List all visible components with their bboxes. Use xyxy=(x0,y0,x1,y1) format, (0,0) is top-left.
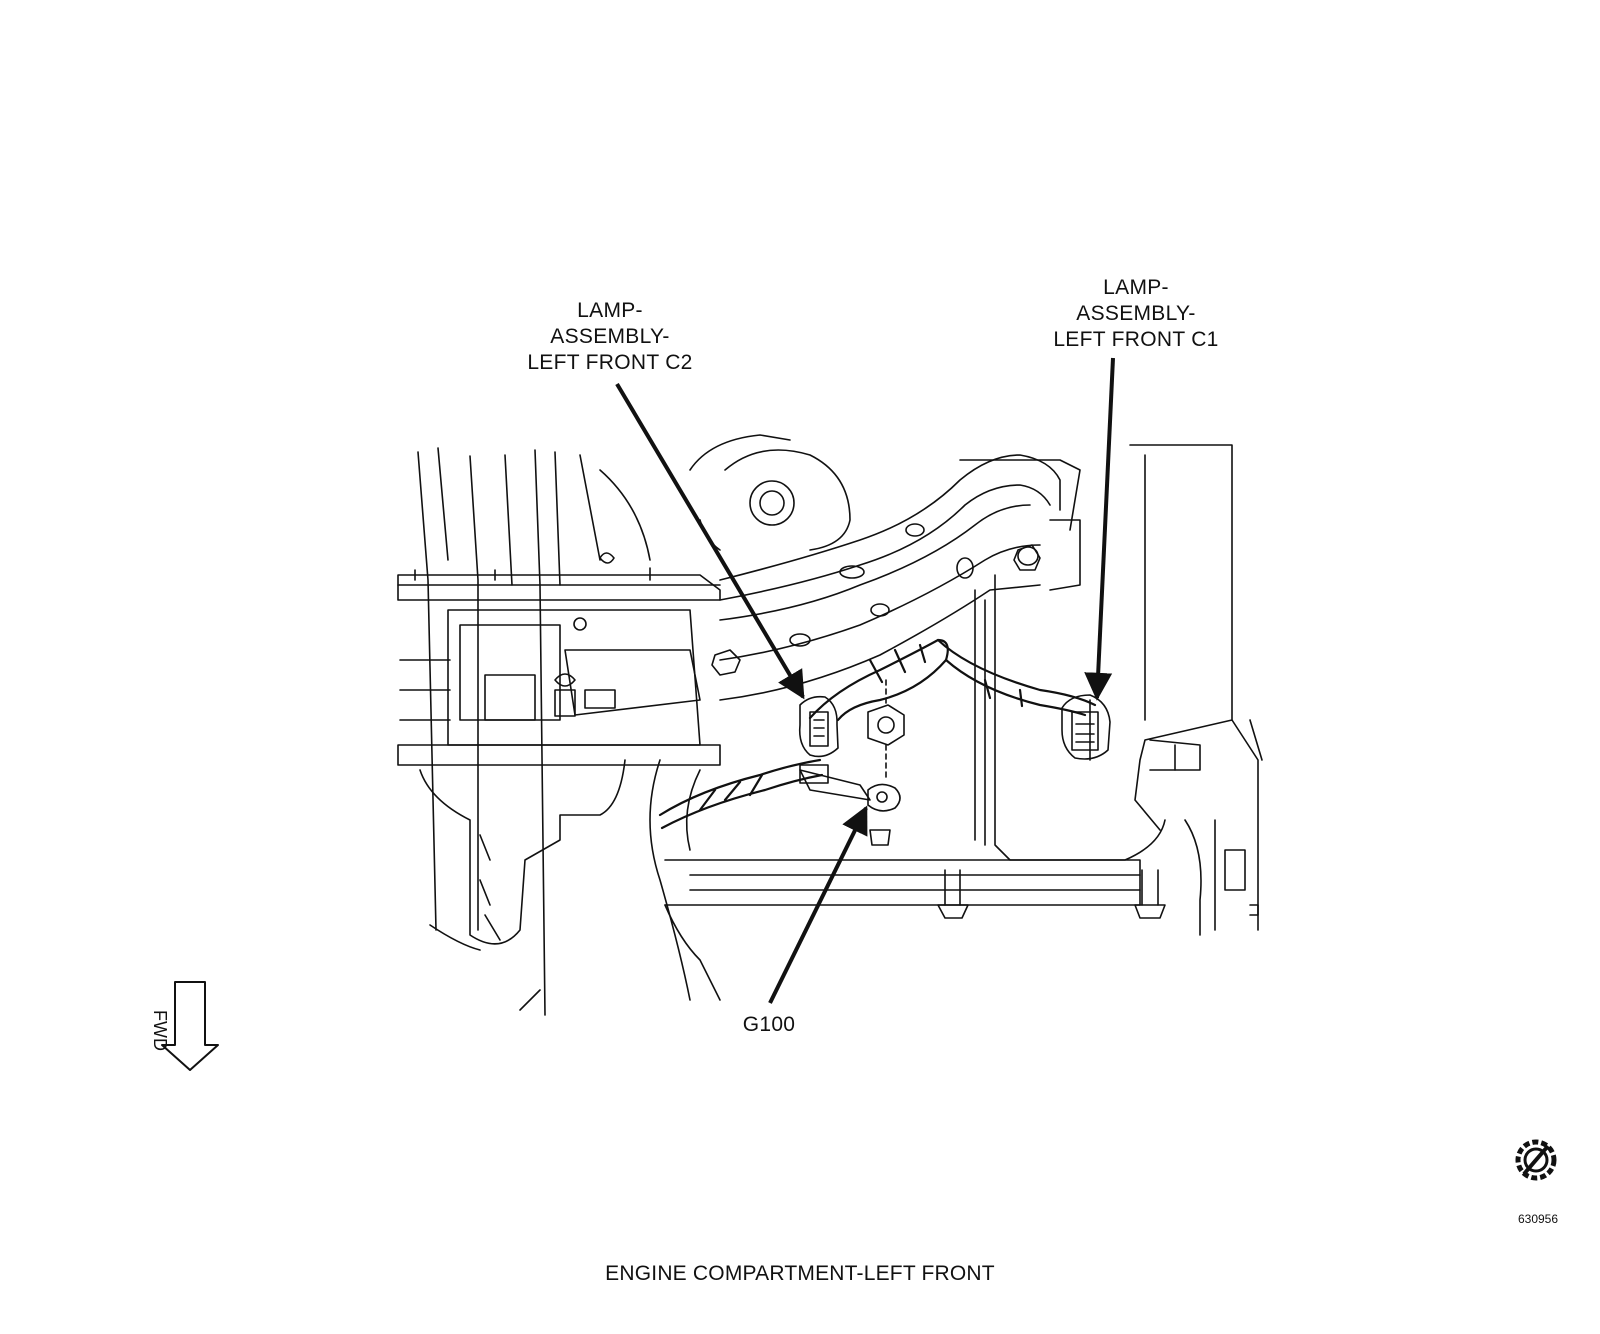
callout-line: ASSEMBLY- xyxy=(550,325,670,348)
callout-line: LAMP- xyxy=(577,299,643,322)
forward-direction-label: FWD xyxy=(150,1010,170,1051)
callout-ground-g100: G100 xyxy=(742,1013,796,1036)
callout-lamp-assembly-left-front-c1: LAMP- ASSEMBLY- LEFT FRONT C1 xyxy=(1041,275,1231,353)
gear-slashed-circle-icon xyxy=(1515,1139,1557,1181)
callout-lamp-assembly-left-front-c2: LAMP- ASSEMBLY- LEFT FRONT C2 xyxy=(515,298,705,376)
callout-line: LAMP- xyxy=(1103,276,1169,299)
callout-line: LEFT FRONT C2 xyxy=(527,351,693,374)
figure-number: 630956 xyxy=(1517,1212,1559,1226)
callout-line: LEFT FRONT C1 xyxy=(1053,328,1219,351)
diagram-caption: ENGINE COMPARTMENT-LEFT FRONT xyxy=(605,1262,995,1285)
forward-arrow-icon xyxy=(161,981,219,1071)
callout-line: ASSEMBLY- xyxy=(1076,302,1196,325)
